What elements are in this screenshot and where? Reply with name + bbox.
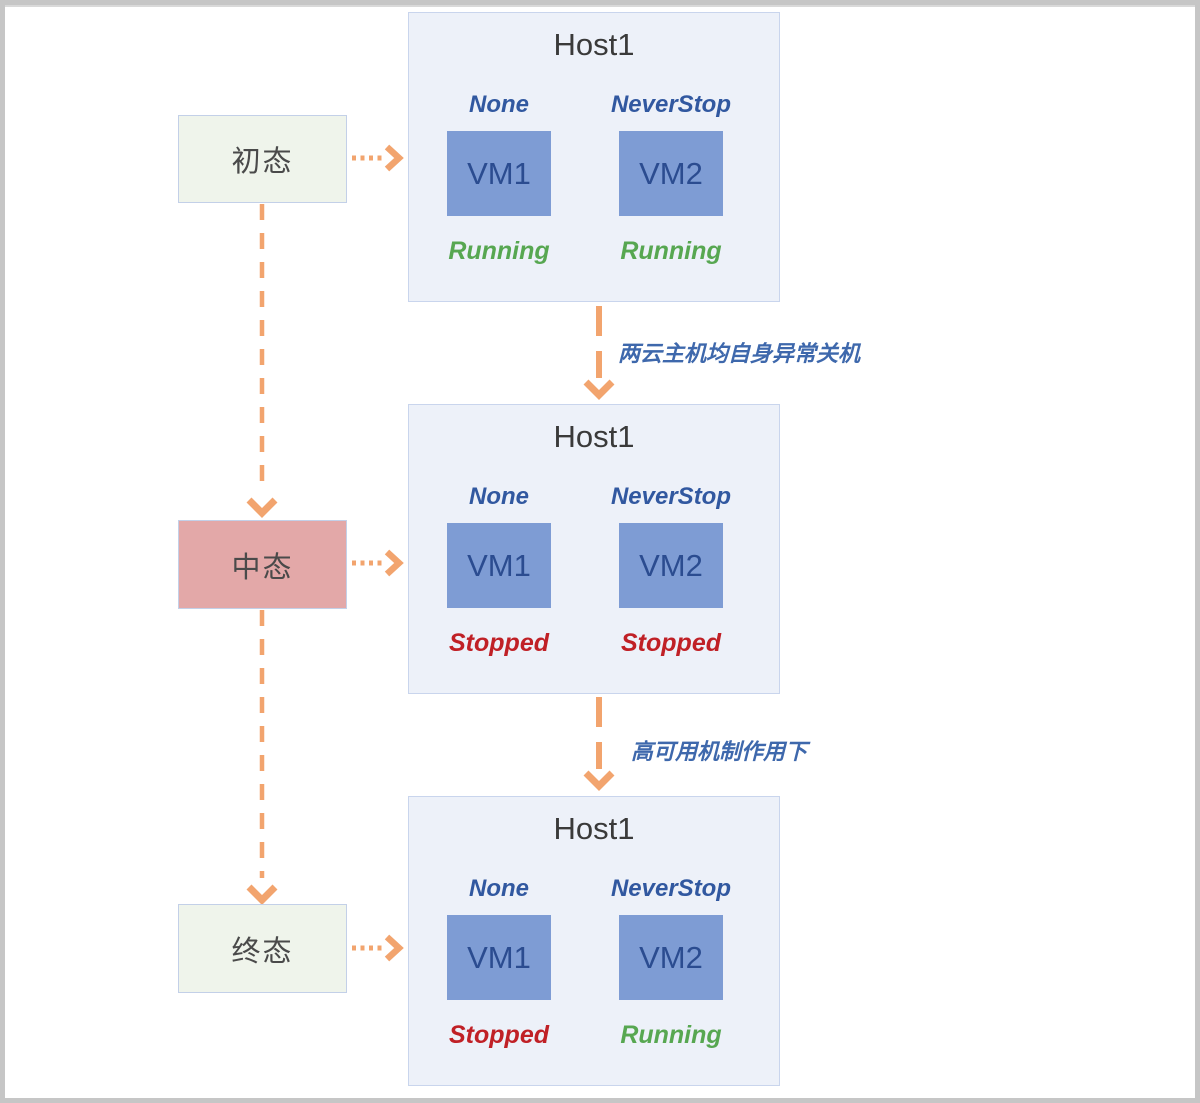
vm-column-vm2: NeverStop VM2 Running xyxy=(591,13,751,301)
state-box-final: 终态 xyxy=(178,904,347,993)
ha-policy-label: None xyxy=(469,91,529,118)
dotted-arrow-final-to-host xyxy=(352,934,404,962)
dotted-arrow-middle-to-host xyxy=(352,549,404,577)
state-label-initial: 初态 xyxy=(231,146,294,178)
vm-box-vm1: VM1 xyxy=(447,131,551,216)
vm-status: Running xyxy=(620,1021,722,1049)
vm-status: Stopped xyxy=(449,1021,549,1049)
vm-box-vm1: VM1 xyxy=(447,523,551,608)
host-box-1: Host1 None VM1 Running NeverStop VM2 Run… xyxy=(408,12,780,302)
ha-policy-label: NeverStop xyxy=(610,91,732,118)
transition-label-ha-mechanism: 高可用机制作用下 xyxy=(631,739,808,764)
transition-arrow-host1-to-host2 xyxy=(583,306,615,400)
vm-box-vm2: VM2 xyxy=(619,131,723,216)
vm-status: Running xyxy=(448,237,550,265)
vm-status: Stopped xyxy=(449,629,549,657)
state-box-initial: 初态 xyxy=(178,115,347,203)
vm-box-vm1: VM1 xyxy=(447,915,551,1000)
host-title: Host1 xyxy=(553,811,635,846)
host-title: Host1 xyxy=(553,419,635,454)
vm-name: VM2 xyxy=(639,155,703,191)
dashed-arrow-middle-to-final xyxy=(246,610,278,905)
vm-column-vm2: NeverStop VM2 Stopped xyxy=(591,405,751,693)
dashed-arrow-initial-to-middle xyxy=(246,204,278,518)
host-box-2: Host1 None VM1 Stopped NeverStop VM2 Sto… xyxy=(408,404,780,694)
vm-column-vm1: None VM1 Stopped xyxy=(419,405,579,693)
vm-name: VM1 xyxy=(467,939,531,975)
vm-column-vm1: None VM1 Running xyxy=(419,13,579,301)
vm-name: VM1 xyxy=(467,155,531,191)
ha-policy-label: None xyxy=(469,483,529,510)
vm-box-vm2: VM2 xyxy=(619,915,723,1000)
transition-label-abnormal-shutdown: 两云主机均自身异常关机 xyxy=(618,341,861,366)
state-label-final: 终态 xyxy=(231,935,294,968)
dotted-arrow-initial-to-host xyxy=(352,144,404,172)
ha-policy-label: NeverStop xyxy=(610,483,732,510)
host-title: Host1 xyxy=(553,27,635,62)
vm-box-vm2: VM2 xyxy=(619,523,723,608)
ha-policy-label: None xyxy=(469,875,529,902)
state-label-middle: 中态 xyxy=(231,551,294,584)
vm-column-vm2: NeverStop VM2 Running xyxy=(591,797,751,1085)
vm-name: VM2 xyxy=(639,547,703,583)
vm-status: Stopped xyxy=(621,629,721,657)
vm-name: VM1 xyxy=(467,547,531,583)
ha-policy-label: NeverStop xyxy=(610,875,732,902)
vm-column-vm1: None VM1 Stopped xyxy=(419,797,579,1085)
vm-status: Running xyxy=(620,237,722,265)
transition-arrow-host2-to-host3 xyxy=(583,697,615,791)
vm-name: VM2 xyxy=(639,939,703,975)
host-box-3: Host1 None VM1 Stopped NeverStop VM2 Run… xyxy=(408,796,780,1086)
state-box-middle: 中态 xyxy=(178,520,347,609)
